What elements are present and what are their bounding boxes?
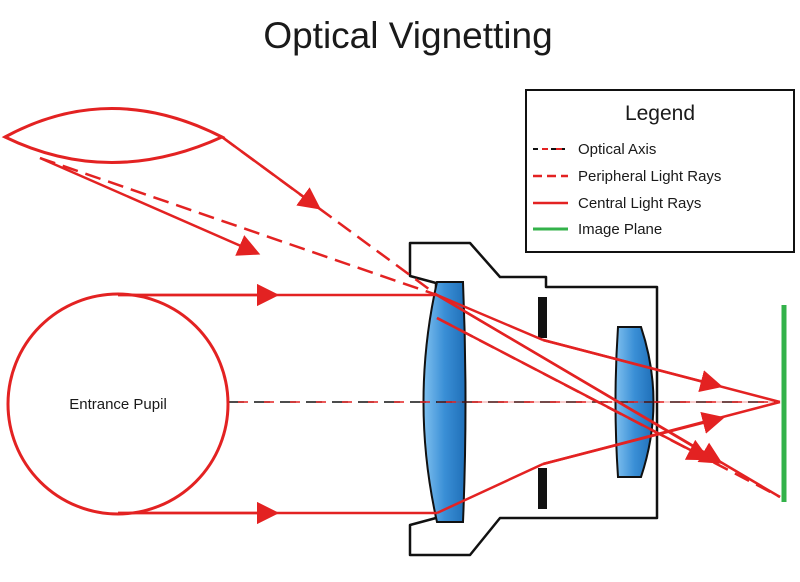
legend-item-peripheral-rays: Peripheral Light Rays: [533, 168, 721, 185]
peripheral-ray-through-2-arrow: [436, 316, 710, 461]
peripheral-source: [1, 107, 226, 164]
legend-label-optical-axis: Optical Axis: [578, 141, 656, 158]
legend-item-image-plane: Image Plane: [533, 221, 662, 238]
peripheral-ray-upper-arrow: [221, 135, 322, 210]
peripheral-ray-lower-arrow: [39, 156, 261, 256]
legend-label-central-rays: Central Light Rays: [578, 195, 701, 212]
aperture-stop-bottom: [538, 468, 547, 509]
legend: Legend Optical Axis Peripheral Light Ray…: [525, 89, 795, 253]
peripheral-ray-upper: [221, 135, 438, 297]
legend-box: [525, 89, 795, 253]
legend-label-image-plane: Image Plane: [578, 221, 662, 238]
legend-item-optical-axis: Optical Axis: [533, 141, 656, 158]
legend-item-central-rays: Central Light Rays: [533, 195, 701, 212]
central-ray-bottom-mid: [436, 462, 544, 515]
aperture-stop-top: [538, 297, 547, 338]
legend-title: Legend: [625, 102, 695, 125]
entrance-pupil-label: Entrance Pupil: [69, 396, 167, 413]
diagram-title: Optical Vignetting: [263, 15, 552, 56]
central-ray-bottom-out-arrow: [542, 411, 725, 466]
peripheral-ray-lower: [39, 156, 438, 297]
central-ray-top-out-arrow: [542, 338, 723, 393]
central-ray-top-mid: [436, 293, 544, 342]
peripheral-ray-through-1-arrow: [436, 293, 723, 464]
legend-label-peripheral-rays: Peripheral Light Rays: [578, 168, 721, 185]
